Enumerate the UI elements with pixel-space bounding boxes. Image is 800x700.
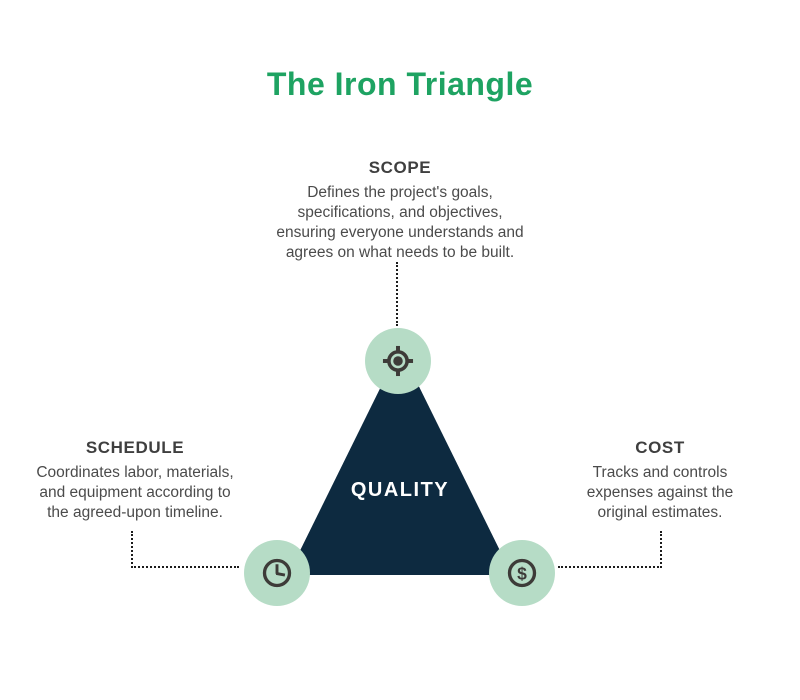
quality-label: QUALITY [350,479,450,501]
schedule-connector-line [131,531,239,568]
target-icon [379,342,417,380]
svg-text:$: $ [517,563,527,583]
scope-connector-line [396,262,398,326]
scope-vertex-circle [365,328,431,394]
schedule-vertex-circle [244,540,310,606]
cost-connector-line [558,531,662,568]
schedule-node: SCHEDULE Coordinates labor, materials, a… [10,438,260,523]
scope-description: Defines the project's goals, specificati… [276,184,524,261]
dollar-icon: $ [502,553,542,593]
clock-icon [257,553,297,593]
page-title: The Iron Triangle [266,66,534,102]
cost-vertex-circle: $ [489,540,555,606]
scope-heading: SCOPE [368,158,432,177]
cost-description: Tracks and controls expenses against the… [586,464,734,521]
cost-heading: COST [635,438,685,457]
cost-node: COST Tracks and controls expenses agains… [560,438,760,523]
schedule-description: Coordinates labor, materials, and equipm… [36,464,234,521]
schedule-heading: SCHEDULE [85,438,185,457]
scope-node: SCOPE Defines the project's goals, speci… [250,158,550,263]
